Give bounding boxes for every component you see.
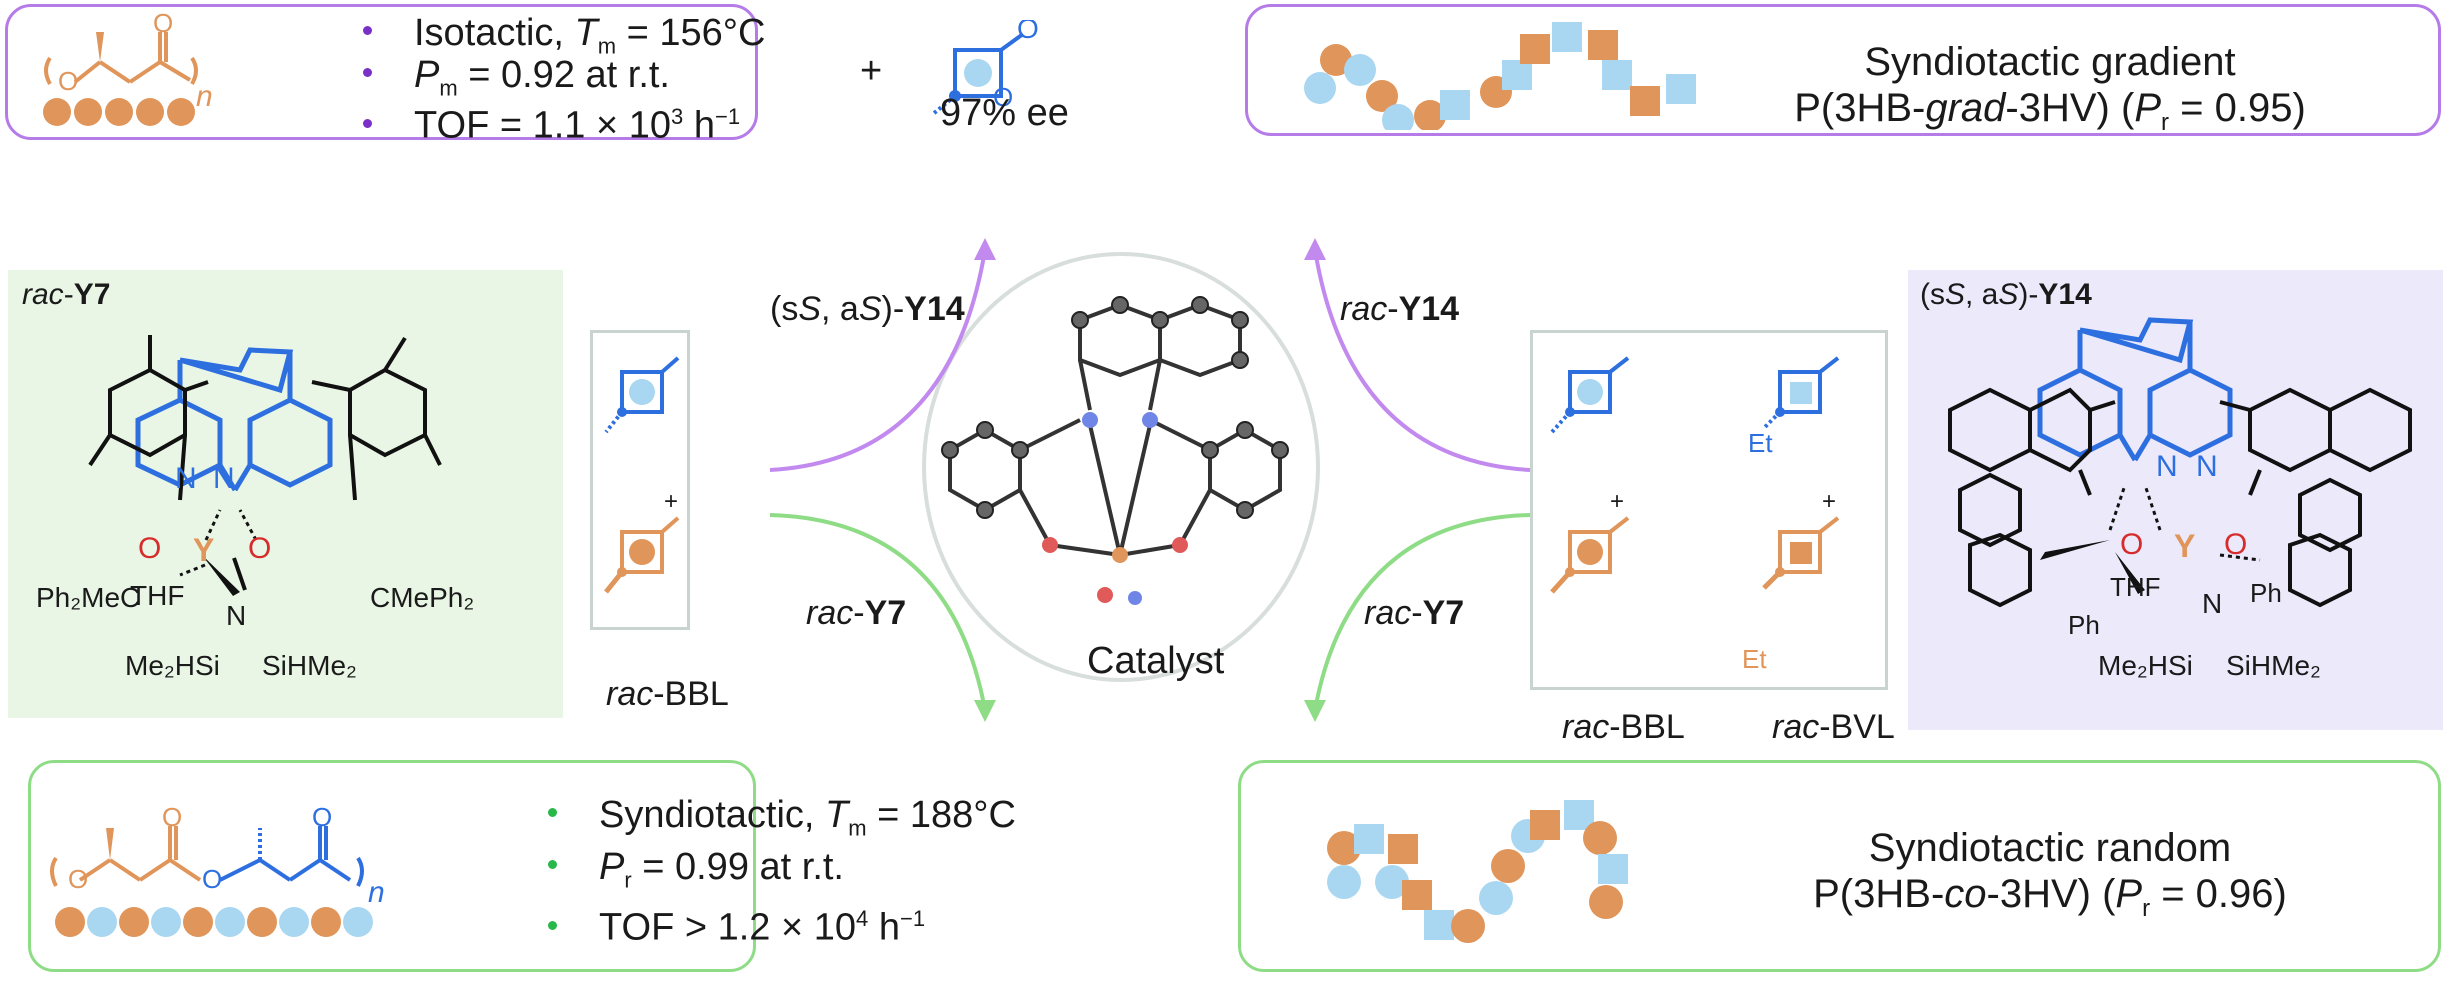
y14-si-left: Me₂HSi bbox=[2098, 650, 2193, 681]
bbl-monomer-blue bbox=[604, 356, 680, 434]
y14-metal: Y bbox=[2174, 528, 2196, 564]
random-subtitle: P(3HB-co-3HV) (Pr = 0.96) bbox=[1813, 872, 2287, 922]
isotactic-polymer-n: n bbox=[196, 80, 213, 113]
catalyst-crystal-circle bbox=[922, 252, 1320, 682]
random-title: Syndiotactic random bbox=[1868, 826, 2232, 870]
bbl-monomer-orange bbox=[604, 516, 680, 594]
syndiotactic-polymer-n: n bbox=[368, 876, 385, 909]
gradient-subtitle: P(3HB-grad-3HV) (Pr = 0.95) bbox=[1794, 86, 2306, 136]
monomer-left-label: rac-BBL bbox=[606, 675, 729, 713]
y14-structure bbox=[1948, 317, 2412, 608]
syndiotactic-bullet-1: Syndiotactic, Tm = 188°C bbox=[548, 790, 1016, 854]
svg-text:O: O bbox=[312, 802, 332, 832]
gradient-copolymer-chain bbox=[1304, 22, 1696, 130]
arrow-label-top-left: (sS, aS)-Y14 bbox=[770, 290, 965, 328]
y14-ph-right: Ph bbox=[2250, 578, 2282, 608]
rac-y7-left-substituent: Ph₂MeC bbox=[36, 582, 141, 613]
rac-y7-n-right: N bbox=[213, 462, 235, 495]
y14-catalyst-box bbox=[1908, 270, 2443, 730]
recovered-bbl-monomer: O O bbox=[931, 20, 1039, 116]
svg-text:O: O bbox=[993, 82, 1013, 112]
rac-y7-catalyst-box bbox=[8, 270, 563, 718]
monomer-right-plus-2: + bbox=[1822, 488, 1837, 515]
random-copolymer-chain bbox=[1327, 800, 1628, 943]
rac-y7-thf: THF bbox=[130, 580, 185, 611]
reaction-arrows bbox=[770, 238, 1530, 722]
y14-amide-n: N bbox=[2202, 588, 2223, 619]
rac-y7-o-left: O bbox=[138, 532, 162, 565]
svg-text:O: O bbox=[68, 864, 88, 894]
y14-label: (sS, aS)-Y14 bbox=[1920, 278, 2092, 311]
syndiotactic-bullet-3: TOF > 1.2 × 104 h−1 bbox=[548, 894, 925, 953]
monomer-left-plus: + bbox=[664, 488, 679, 515]
rac-y7-o-right: O bbox=[248, 532, 272, 565]
monomer-right-label-bvl: rac-BVL bbox=[1772, 708, 1895, 746]
et-label-blue: Et bbox=[1748, 428, 1773, 458]
arrow-label-bottom-right: rac-Y7 bbox=[1364, 594, 1465, 632]
isotactic-bullet-2: Pm = 0.92 at r.t. bbox=[363, 50, 670, 114]
catalyst-crystal-structure bbox=[941, 296, 1289, 605]
monomer-right-label-bbl: rac-BBL bbox=[1562, 708, 1685, 746]
rac-y7-right-substituent: CMePh₂ bbox=[370, 582, 475, 613]
y14-o-right: O bbox=[2224, 528, 2248, 561]
svg-text:O: O bbox=[153, 10, 173, 38]
svg-text:O: O bbox=[1017, 20, 1039, 44]
rac-y7-n-left: N bbox=[175, 462, 197, 495]
rac-y7-metal: Y bbox=[193, 532, 215, 568]
rac-y7-structure bbox=[88, 335, 442, 596]
bvl-monomer-orange bbox=[1762, 516, 1840, 590]
gradient-title: Syndiotactic gradient bbox=[1864, 40, 2236, 84]
isotactic-bullet-1: Isotactic, Tm = 156°C bbox=[363, 8, 765, 72]
bvl-monomer-blue bbox=[1762, 356, 1840, 430]
y14-ph-left: Ph bbox=[2068, 610, 2100, 640]
isotactic-bullet-3: TOF = 1.1 × 103 h−1 bbox=[363, 92, 740, 151]
isotactic-plus: + bbox=[860, 50, 883, 92]
rac-bbl-bvl-monomer-box bbox=[1530, 330, 1888, 690]
enantiomeric-excess: 97% ee bbox=[940, 92, 1069, 134]
catalyst-label: Catalyst bbox=[1087, 640, 1225, 682]
y14-thf: THF bbox=[2110, 572, 2161, 602]
et-label-orange: Et bbox=[1742, 644, 1767, 674]
rac-y7-si-left: Me₂HSi bbox=[125, 650, 220, 681]
y14-n-left: N bbox=[2156, 450, 2178, 483]
svg-text:O: O bbox=[58, 66, 78, 96]
syndiotactic-polymer-structure: O O O O bbox=[50, 802, 373, 937]
svg-text:O: O bbox=[202, 864, 222, 894]
rac-y7-amide-n: N bbox=[226, 600, 247, 631]
monomer-right-plus-1: + bbox=[1610, 488, 1625, 515]
bbl-monomer-blue-right bbox=[1550, 356, 1630, 434]
isotactic-polymer-structure: O O bbox=[43, 10, 198, 126]
y14-o-left: O bbox=[2120, 528, 2144, 561]
y14-si-right: SiHMe₂ bbox=[2226, 650, 2321, 681]
syndiotactic-bullet-2: Pr = 0.99 at r.t. bbox=[548, 842, 844, 906]
syndiotactic-result-panel bbox=[28, 760, 756, 972]
rac-y7-label: rac-Y7 bbox=[22, 278, 111, 311]
arrow-label-top-right: rac-Y14 bbox=[1340, 290, 1460, 328]
gradient-copolymer-panel bbox=[1245, 4, 2441, 136]
svg-text:O: O bbox=[162, 802, 182, 832]
rac-y7-si-right: SiHMe₂ bbox=[262, 650, 357, 681]
bbl-monomer-orange-right bbox=[1550, 516, 1630, 594]
y14-n-right: N bbox=[2196, 450, 2218, 483]
arrow-label-bottom-left: rac-Y7 bbox=[806, 594, 907, 632]
rac-bbl-monomer-box bbox=[590, 330, 690, 630]
